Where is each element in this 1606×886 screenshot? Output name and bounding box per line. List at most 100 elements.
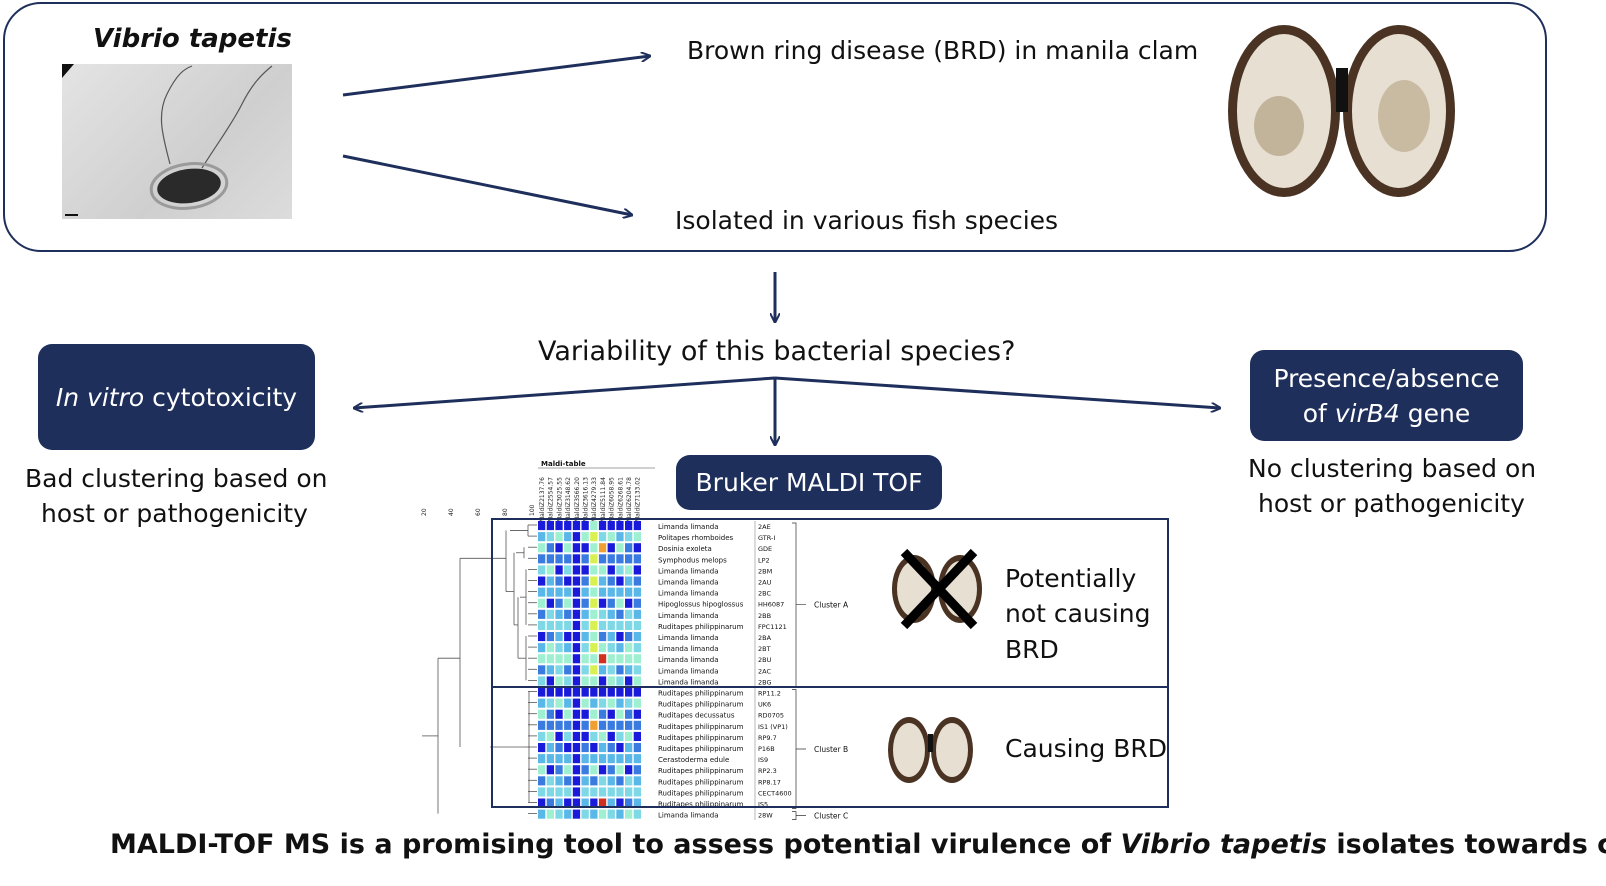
heat-cell [564,565,572,575]
heat-cell [590,776,598,786]
row-isolate: RP11.2 [758,690,781,698]
row-species: Ruditapes philippinarum [658,701,744,709]
row-species: Hipoglossus hipoglossus [658,601,744,609]
heat-cell [625,709,633,719]
virb4-line1: Presence/absence [1273,363,1500,393]
heat-cell [625,676,633,686]
row-isolate: 2BB [758,612,771,620]
heat-cell [572,720,581,730]
heat-cell [572,576,581,586]
heat-cell [590,543,598,553]
heat-cell [598,743,607,753]
row-species: Limanda limanda [658,667,719,675]
heat-cell [546,709,554,719]
cluster-label: Cluster A [814,601,849,610]
heat-cell [633,765,641,775]
peak-label: MaldiZ7133.02 [635,477,642,522]
heat-cell [572,598,581,608]
heat-cell [538,720,546,730]
heat-cell [555,576,563,586]
heat-cell [633,532,641,542]
heat-cell [555,720,563,730]
scale-tick: 20 [421,508,428,516]
heat-cell [564,798,572,808]
heat-cell [572,731,581,741]
heat-cell [538,665,546,675]
peak-label: MaldiZ4279.33 [591,477,598,522]
heat-cell [564,609,572,619]
heat-cell [633,576,641,586]
heat-cell [607,709,615,719]
heat-cell [607,643,615,653]
heat-cell [581,698,589,708]
heat-cell [590,731,598,741]
heat-cell [581,687,589,697]
row-species: Limanda limanda [658,678,719,686]
heat-cell [538,587,546,597]
maldi-label: Bruker MALDI TOF [695,468,923,497]
row-species: Dosinia exoleta [658,545,712,553]
heat-cell [616,698,624,708]
organism-title: Vibrio tapetis [93,24,292,54]
heat-cell [625,743,633,753]
row-species: Limanda limanda [658,567,719,575]
cluster-bracket [792,689,806,809]
heat-cell [564,587,572,597]
heat-cell [581,643,589,653]
heat-cell [581,798,589,808]
peak-label: MaldiZ2137.76 [539,477,546,522]
heat-cell [572,798,581,808]
heat-cell [625,609,633,619]
heat-cell [590,676,598,686]
heat-cell [607,798,615,808]
heat-cell [572,587,581,597]
heat-cell [555,643,563,653]
row-species: Ruditapes philippinarum [658,623,744,631]
row-species: Ruditapes philippinarum [658,723,744,731]
heat-cell [555,687,563,697]
heat-cell [616,798,624,808]
heat-cell [607,776,615,786]
heat-cell [625,687,633,697]
heat-cell [607,587,615,597]
small-clam-icon [888,717,973,783]
heat-cell [564,676,572,686]
heat-cell [590,765,598,775]
heat-cell [555,654,563,664]
heat-cell [564,698,572,708]
heat-cell [616,598,624,608]
row-isolate: RP8.17 [758,778,781,786]
heat-cell [590,654,598,664]
heat-cell [598,709,607,719]
heat-cell [607,731,615,741]
cluster-a-line2: not causing [1005,599,1151,628]
heat-cell [546,787,554,797]
heat-cell [538,643,546,653]
heat-cell [616,576,624,586]
heat-cell [607,554,615,564]
heat-cell [581,587,589,597]
heat-cell [633,587,641,597]
heat-cell [590,665,598,675]
row-species: Politapes rhomboides [658,534,734,542]
row-isolate: LP2 [758,556,770,564]
heat-cell [564,654,572,664]
left-result-line2: host or pathogenicity [41,499,308,528]
heat-cell [633,709,641,719]
heat-cell [590,587,598,597]
top-panel [3,2,1547,252]
heat-cell [598,676,607,686]
heat-cell [598,787,607,797]
heat-cell [625,720,633,730]
heat-cell [555,565,563,575]
conclusion-pre: MALDI-TOF MS is a promising tool to asse… [110,829,1121,860]
peak-label: MaldiZ5111.84 [600,477,607,522]
right-result-line1: No clustering based on [1248,454,1537,483]
heat-cell [633,598,641,608]
peak-label: MaldiZ3566.20 [574,477,581,522]
heat-cell [625,632,633,642]
heat-cell [625,654,633,664]
heat-cell [555,620,563,630]
heat-cell [546,521,554,531]
bacterium-illustration [62,64,273,216]
